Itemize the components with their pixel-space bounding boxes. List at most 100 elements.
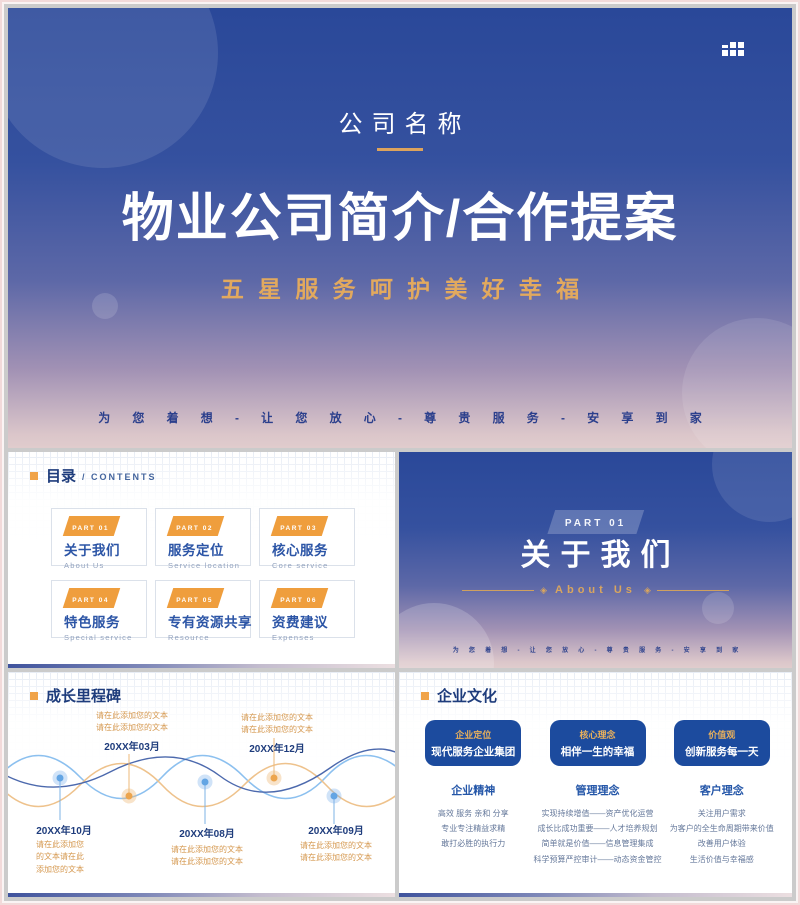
part-badge: PART 04 [62,588,120,608]
contents-card-2[interactable]: PART 02 服务定位 Service location [155,508,251,570]
slides-grid: 公司名称 物业公司简介/合作提案 五星服务呵护美好幸福 为您着想-让您放心-尊贵… [4,4,796,901]
milestone-dot [56,774,64,782]
slide-contents[interactable]: 目录 / CONTENTS PART 01 关于我们 About Us PART… [8,452,395,668]
column-lines: 实现持续增值——资产优化运营 成长比成功重要——人才培养规划 简单就是价值——信… [533,809,662,864]
grid-dots-icon [722,42,744,56]
part-badge: PART 05 [166,588,224,608]
card-title: 资费建议 [272,615,328,630]
contents-card-3[interactable]: PART 03 核心服务 Core service [259,508,355,570]
milestone-date: 20XX年12月 [249,744,305,755]
bullet-square-icon [30,471,38,480]
milestone-connector [273,738,275,778]
milestone-connector [59,778,61,820]
diamond-icon: ◈ [643,584,651,595]
slide-accent-bar [8,893,395,897]
section-title-en: About Us [555,584,636,596]
bullet-square-icon [421,691,429,700]
milestone-date: 20XX年03月 [104,742,160,753]
slide-milestones[interactable]: 成长里程碑 20XX年10月 请在此添加您 的文本请在此 添加您的文本 20XX… [8,672,395,897]
column-heading: 客户理念 [699,785,744,797]
bullet-square-icon [30,691,38,700]
slide-section-part01[interactable]: PART 01 关于我们 ◈ About Us ◈ 为您着想-让您放心-尊贵服务… [399,452,792,668]
decor-bubble [682,318,792,448]
box-title: 核心理念 [579,729,616,740]
milestone-text: 请在此添加您 的文本请在此 添加您的文本 [36,840,84,874]
milestone-date: 20XX年08月 [179,829,235,840]
milestone-date: 20XX年09月 [308,826,364,837]
company-name: 公司名称 [338,111,471,138]
card-title: 关于我们 [64,543,120,558]
culture-box: 企业定位 现代服务企业集团 [425,720,522,766]
milestone-text: 请在此添加您的文本 请在此添加您的文本 [300,841,372,863]
part-badge: PART 06 [270,588,328,608]
milestone-text: 请在此添加您的文本 请在此添加您的文本 [241,713,313,735]
slide-culture[interactable]: 企业文化 企业定位 现代服务企业集团 企业精神 高效 服务 亲和 分享 专业专注… [399,672,792,897]
decor-line [462,589,535,591]
section-slogan: 为您着想-让您放心-尊贵服务-安享到家 [452,648,749,654]
decor-bubble [399,603,494,668]
title-divider [377,148,423,151]
box-subtitle: 创新服务每一天 [685,745,759,758]
contents-card-4[interactable]: PART 04 特色服务 Special service [51,580,147,642]
card-subtitle: Expenses [272,633,315,642]
milestone-date: 20XX年10月 [36,826,92,837]
card-subtitle: Service location [168,561,241,570]
card-subtitle: Special service [64,633,133,642]
decor-bubble [702,592,734,624]
culture-box: 价值观 创新服务每一天 [673,720,770,766]
culture-column-2: 核心理念 相伴一生的幸福 管理理念 实现持续增值——资产优化运营 成长比成功重要… [534,720,662,867]
section-decoration: ◈ About Us ◈ [399,584,792,596]
contents-title-en: / CONTENTS [82,472,157,482]
culture-title: 企业文化 [437,688,498,705]
column-lines: 高效 服务 亲和 分享 专业专注精益求精 敢打必胜的执行力 [437,809,509,849]
contents-cards: PART 01 关于我们 About Us PART 02 服务定位 Servi… [51,508,355,642]
cover-slogan: 为您着想-让您放心-尊贵服务-安享到家 [98,411,724,425]
milestones-header: 成长里程碑 [30,685,121,706]
card-subtitle: About Us [64,561,105,570]
card-title: 核心服务 [272,543,328,558]
milestone-connector [333,796,335,824]
contents-card-5[interactable]: PART 05 专有资源共享 Resource [155,580,252,642]
milestone-dot [330,792,338,800]
card-title: 特色服务 [64,615,120,630]
card-subtitle: Resource [168,633,210,642]
milestone-dot [201,778,209,786]
part-badge: PART 01 [62,516,120,536]
box-title: 企业定位 [455,729,492,740]
culture-column-1: 企业定位 现代服务企业集团 企业精神 高效 服务 亲和 分享 专业专注精益求精 … [413,720,534,867]
box-subtitle: 相伴一生的幸福 [560,745,635,758]
diamond-icon: ◈ [540,584,548,595]
contents-title: 目录 [46,468,77,485]
column-heading: 管理理念 [575,785,620,797]
milestone-text: 请在此添加您的文本 请在此添加您的文本 [171,845,243,867]
slide-accent-bar [8,664,395,668]
decor-bubble [712,452,792,522]
box-title: 价值观 [708,729,736,740]
part-badge: PART 02 [166,516,224,536]
box-subtitle: 现代服务企业集团 [431,745,516,758]
contents-card-1[interactable]: PART 01 关于我们 About Us [51,508,147,570]
milestone-dot [270,774,278,782]
culture-column-3: 价值观 创新服务每一天 客户理念 关注用户需求 为客户的全生命周期带来价值 改善… [662,720,783,867]
column-heading: 企业精神 [451,785,496,797]
part-badge: PART 03 [270,516,328,536]
contents-card-6[interactable]: PART 06 资费建议 Expenses [259,580,355,642]
culture-box: 核心理念 相伴一生的幸福 [549,720,646,766]
milestone-dot [125,792,133,800]
card-subtitle: Core service [272,561,329,570]
decor-line [656,589,729,591]
contents-header: 目录 / CONTENTS [30,465,157,486]
slide-cover[interactable]: 公司名称 物业公司简介/合作提案 五星服务呵护美好幸福 为您着想-让您放心-尊贵… [8,8,792,448]
decor-bubble [8,8,218,168]
column-lines: 关注用户需求 为客户的全生命周期带来价值 改善用户体验 生活价值与幸福感 [669,809,774,864]
card-title: 服务定位 [168,543,224,558]
cover-title: 物业公司简介/合作提案 [121,190,679,248]
milestones-title: 成长里程碑 [46,688,122,705]
slide-accent-bar [399,893,792,897]
milestone-connector [128,754,130,796]
milestone-connector [204,782,206,824]
milestone-text: 请在此添加您的文本 请在此添加您的文本 [96,711,168,733]
decor-bubble [92,293,118,319]
card-title: 专有资源共享 [168,615,252,630]
